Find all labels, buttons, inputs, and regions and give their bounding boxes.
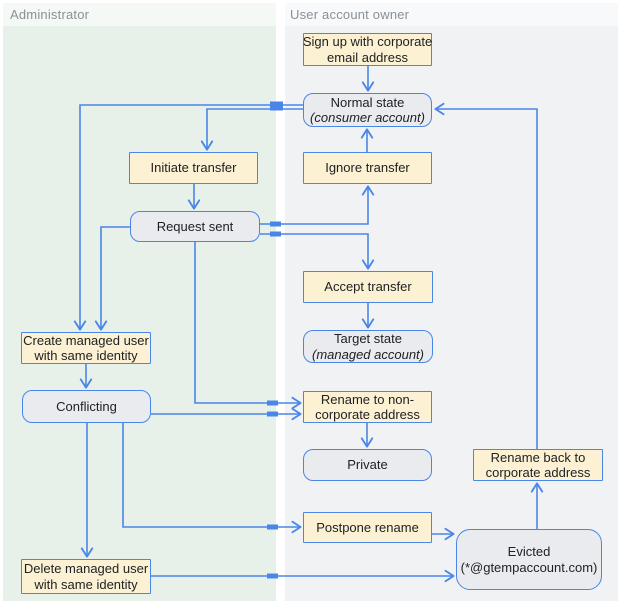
lane-crossing-tick bbox=[270, 101, 283, 111]
node-private-label: Private bbox=[347, 457, 388, 473]
node-initiate-transfer: Initiate transfer bbox=[129, 152, 258, 184]
edge-request-sent-to-accept-transfer bbox=[260, 233, 375, 270]
lane-crossing-tick bbox=[267, 400, 278, 406]
lane-header-band bbox=[3, 3, 618, 26]
node-request-sent: Request sent bbox=[130, 211, 260, 242]
node-private: Private bbox=[303, 449, 432, 481]
node-conflicting: Conflicting bbox=[22, 390, 151, 423]
edge-conflicting-to-postpone-rename bbox=[122, 423, 302, 534]
node-rename-back-to-corporate-label: Rename back to bbox=[490, 449, 586, 465]
node-sign-up-label: email address bbox=[327, 49, 408, 65]
lane-crossing-tick bbox=[267, 573, 278, 579]
node-rename-to-non-corporate-label: Rename to non- bbox=[320, 391, 415, 407]
node-normal-state: Normal state(consumer account) bbox=[303, 93, 432, 127]
node-accept-transfer: Accept transfer bbox=[303, 271, 433, 303]
node-rename-to-non-corporate-label: corporate address bbox=[315, 407, 420, 422]
edge-normal-state-to-initiate-transfer bbox=[200, 108, 303, 151]
lane-crossing-tick bbox=[270, 221, 281, 227]
node-ignore-transfer-label: Ignore transfer bbox=[325, 160, 410, 176]
node-delete-managed-user-label: Delete managed user bbox=[23, 561, 149, 576]
lane-administrator bbox=[3, 3, 276, 601]
node-conflicting-label: Conflicting bbox=[56, 398, 117, 414]
lane-crossing-tick bbox=[267, 524, 278, 530]
edge-rename-back-to-corporate-to-normal-state bbox=[434, 102, 538, 449]
node-target-state-label: (managed account) bbox=[311, 346, 424, 362]
node-sign-up-label: Sign up with corporate bbox=[302, 34, 433, 49]
node-create-managed-user-label: with same identity bbox=[34, 348, 138, 363]
node-evicted-label: Evicted bbox=[507, 544, 551, 559]
node-ignore-transfer: Ignore transfer bbox=[303, 152, 432, 184]
node-evicted: Evicted(*@gtempaccount.com) bbox=[456, 529, 602, 590]
edge-request-sent-to-create-managed-user bbox=[94, 226, 130, 331]
node-normal-state-label: (consumer account) bbox=[310, 110, 425, 125]
node-target-state: Target state(managed account) bbox=[303, 330, 433, 363]
node-rename-to-non-corporate: Rename to non-corporate address bbox=[303, 391, 432, 423]
node-postpone-rename: Postpone rename bbox=[303, 512, 432, 543]
edge-request-sent-to-ignore-transfer bbox=[260, 185, 375, 225]
node-accept-transfer-label: Accept transfer bbox=[324, 279, 412, 295]
node-request-sent-label: Request sent bbox=[156, 218, 234, 234]
lane-crossing-tick bbox=[267, 411, 278, 417]
node-postpone-rename-label: Postpone rename bbox=[316, 519, 419, 535]
lane-label-user-account-owner: User account owner bbox=[290, 7, 410, 22]
node-initiate-transfer-label: Initiate transfer bbox=[150, 160, 237, 176]
node-normal-state-label: Normal state bbox=[330, 94, 405, 110]
edge-normal-state-to-create-managed-user bbox=[73, 104, 303, 331]
lane-crossing-tick bbox=[270, 231, 281, 237]
node-evicted-label: (*@gtempaccount.com) bbox=[460, 559, 598, 575]
node-target-state-label: Target state bbox=[334, 331, 402, 346]
lane-label-administrator: Administrator bbox=[10, 7, 90, 22]
node-delete-managed-user-label: with same identity bbox=[34, 576, 138, 592]
node-rename-back-to-corporate-label: corporate address bbox=[485, 465, 591, 480]
node-create-managed-user-label: Create managed user bbox=[23, 332, 149, 348]
edge-request-sent-to-rename-to-non-corporate bbox=[194, 242, 302, 410]
